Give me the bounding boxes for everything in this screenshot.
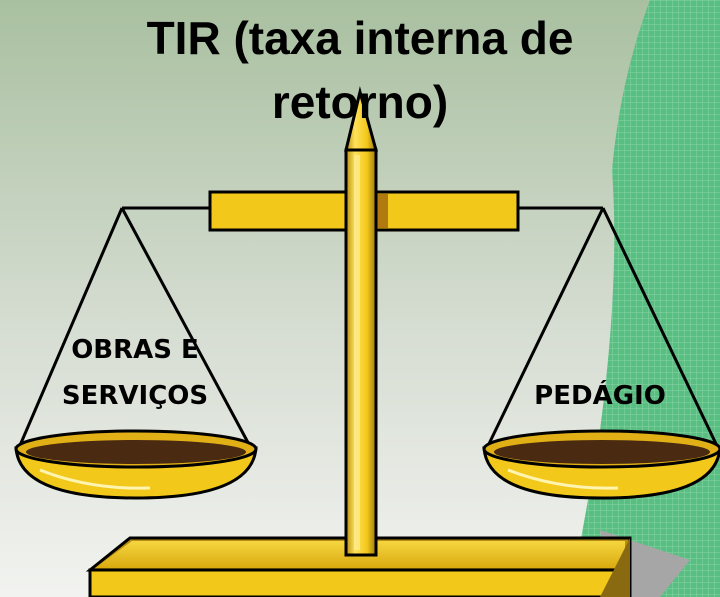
left-pan-strings [16,206,254,451]
right-pan-strings [484,206,720,451]
right-pan [482,429,720,500]
slide-title-line-2: retorno) [271,76,449,128]
right-pan-label: PEDÁGIO [534,381,666,411]
left-pan [14,429,258,500]
left-pan-label-line-1: OBRAS E [71,335,199,365]
scale-pillar [344,86,378,557]
slide-title-line-1: TIR (taxa interna de [146,12,574,64]
left-pan-label-line-2: SERVIÇOS [61,381,209,411]
